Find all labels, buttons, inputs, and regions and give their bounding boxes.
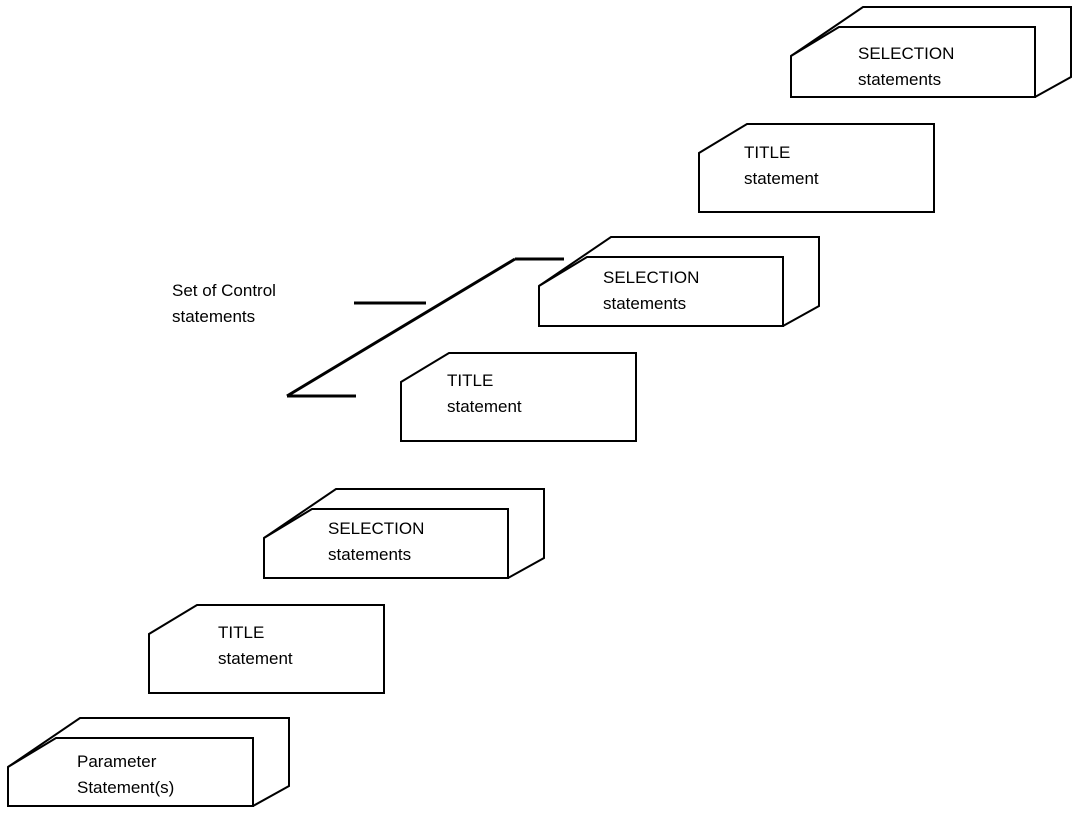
title-card-1: TITLE statement (218, 620, 293, 672)
selection-3-back-outline (790, 6, 1072, 98)
title-2-front-face (400, 352, 637, 442)
selection-card-1-line1: SELECTION (328, 519, 425, 538)
selection-card-1: SELECTION statements (328, 516, 424, 568)
selection-1-shape (263, 488, 545, 579)
selection-card-1-line2: statements (328, 545, 412, 564)
parameter-shape (7, 717, 290, 807)
title-card-3-line1: TITLE (744, 143, 791, 162)
control-set-label-line1: Set of Control (172, 281, 276, 300)
selection-card-2-line2: statements (603, 294, 687, 313)
title-card-1-line1: TITLE (218, 623, 265, 642)
title-card-3: TITLE statement (744, 140, 819, 192)
title-3-front-face (698, 123, 935, 213)
parameter-card: Parameter Statement(s) (77, 749, 174, 801)
control-set-label: Set of Control statements (172, 278, 276, 330)
selection-card-2-line1: SELECTION (603, 268, 700, 287)
control-set-label-line2: statements (172, 307, 256, 326)
parameter-card-line1: Parameter (77, 752, 157, 771)
bracket-diagonal (286, 257, 516, 398)
title-1-shape (148, 604, 385, 694)
selection-3-shape (790, 6, 1072, 98)
title-card-3-line2: statement (744, 169, 819, 188)
selection-3-front-face (790, 26, 1036, 98)
title-2-shape (400, 352, 637, 442)
selection-2-shape (538, 236, 820, 327)
selection-card-3-line1: SELECTION (858, 44, 955, 63)
selection-2-back-outline (538, 236, 820, 327)
selection-2-front-face (538, 256, 784, 327)
parameter-front-face (7, 737, 254, 807)
control-set-bracket (286, 257, 564, 398)
selection-card-3: SELECTION statements (858, 41, 954, 93)
title-3-shape (698, 123, 935, 213)
selection-card-3-line2: statements (858, 70, 942, 89)
selection-card-2: SELECTION statements (603, 265, 699, 317)
title-card-1-line2: statement (218, 649, 293, 668)
selection-1-back-outline (263, 488, 545, 579)
selection-1-front-face (263, 508, 509, 579)
title-card-2-line1: TITLE (447, 371, 494, 390)
title-1-front-face (148, 604, 385, 694)
parameter-back-outline (7, 717, 290, 807)
title-card-2: TITLE statement (447, 368, 522, 420)
title-card-2-line2: statement (447, 397, 522, 416)
parameter-card-line2: Statement(s) (77, 778, 175, 797)
